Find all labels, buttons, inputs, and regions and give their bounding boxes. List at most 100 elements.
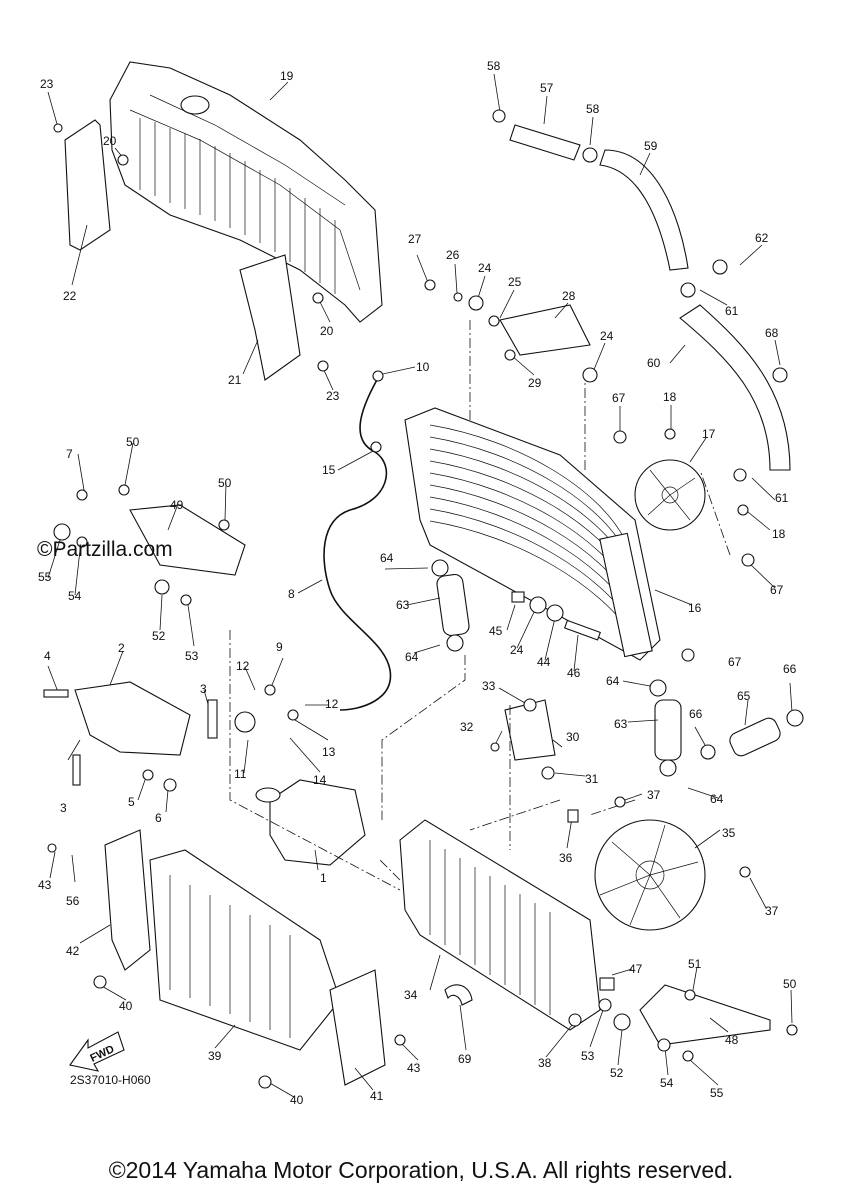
main-radiator	[404, 407, 661, 661]
callout-32: 32	[460, 720, 474, 734]
callout-68: 68	[765, 326, 779, 340]
callout-40: 40	[119, 999, 133, 1013]
side-cover-left	[64, 119, 111, 251]
callout-7: 7	[66, 447, 73, 461]
callout-20: 20	[103, 134, 117, 148]
hose-65	[729, 717, 781, 757]
callout-38: 38	[538, 1056, 552, 1070]
callout-49: 49	[170, 498, 184, 512]
callout-39: 39	[208, 1049, 222, 1063]
callout-6: 6	[155, 811, 162, 825]
callout-56: 56	[66, 894, 80, 908]
callout-leaders	[47, 73, 793, 1098]
callout-numbers: 23 19 20 22 20 21 23 27 26 24 25 28 24 2…	[37, 59, 797, 1107]
callout-48: 48	[725, 1033, 739, 1047]
callout-25: 25	[508, 275, 522, 289]
copyright: ©2014 Yamaha Motor Corporation, U.S.A. A…	[109, 1157, 734, 1183]
callout-20: 20	[320, 324, 334, 338]
callout-24: 24	[600, 329, 614, 343]
bracket-49	[129, 504, 246, 576]
fwd-arrow: FWD	[69, 1031, 125, 1072]
callout-50: 50	[126, 435, 140, 449]
bracket-28	[499, 304, 591, 356]
callout-57: 57	[540, 81, 554, 95]
callout-15: 15	[322, 463, 336, 477]
callout-53: 53	[581, 1049, 595, 1063]
callout-21: 21	[228, 373, 242, 387]
callout-24: 24	[478, 261, 492, 275]
callout-67: 67	[770, 583, 784, 597]
callout-28: 28	[562, 289, 576, 303]
callout-40: 40	[290, 1093, 304, 1107]
callout-18: 18	[663, 390, 677, 404]
callout-60: 60	[647, 356, 661, 370]
callout-23: 23	[326, 389, 340, 403]
diagram-code: 2S37010-H060	[70, 1073, 151, 1087]
hose-63-upper	[436, 573, 470, 637]
callout-1: 1	[320, 871, 327, 885]
callout-43: 43	[38, 878, 52, 892]
callout-52: 52	[610, 1066, 624, 1080]
callout-14: 14	[313, 773, 327, 787]
callout-11: 11	[234, 767, 247, 781]
callout-2: 2	[118, 641, 125, 655]
hose-upper	[599, 149, 689, 271]
callout-19: 19	[280, 69, 294, 83]
callout-63: 63	[396, 598, 410, 612]
callout-4: 4	[44, 649, 51, 663]
callout-34: 34	[404, 988, 418, 1002]
callout-3: 3	[60, 801, 67, 815]
callout-64: 64	[606, 674, 620, 688]
reservoir-tank	[255, 779, 366, 866]
callout-12: 12	[325, 697, 339, 711]
callout-54: 54	[68, 589, 82, 603]
callout-35: 35	[722, 826, 736, 840]
callout-58: 58	[487, 59, 501, 73]
callout-44: 44	[537, 655, 551, 669]
callout-67: 67	[728, 655, 742, 669]
callout-13: 13	[322, 745, 336, 759]
lower-radiator	[399, 819, 601, 1031]
callout-66: 66	[783, 662, 797, 676]
callout-33: 33	[482, 679, 496, 693]
callout-8: 8	[288, 587, 295, 601]
callout-26: 26	[446, 248, 460, 262]
callout-61: 61	[725, 304, 739, 318]
callout-63: 63	[614, 717, 628, 731]
watermark: ©Partzilla.com	[37, 538, 173, 561]
side-cover-small	[239, 254, 301, 381]
bracket-2	[74, 681, 191, 756]
callout-64: 64	[710, 792, 724, 806]
callout-58: 58	[586, 102, 600, 116]
hose-long	[679, 304, 791, 471]
callout-31: 31	[585, 772, 599, 786]
callout-65: 65	[737, 689, 751, 703]
bracket-48	[639, 984, 771, 1046]
callout-24: 24	[510, 643, 524, 657]
callout-22: 22	[63, 289, 77, 303]
large-fan	[594, 819, 706, 931]
callout-5: 5	[128, 795, 135, 809]
callout-52: 52	[152, 629, 166, 643]
small-fan	[634, 459, 706, 531]
callout-66: 66	[689, 707, 703, 721]
callout-67: 67	[612, 391, 626, 405]
callout-62: 62	[755, 231, 769, 245]
callout-37: 37	[647, 788, 661, 802]
assembly-leaders	[229, 320, 731, 891]
callout-46: 46	[567, 666, 581, 680]
callout-51: 51	[688, 957, 702, 971]
side-panel-41	[329, 969, 386, 1086]
callout-54: 54	[660, 1076, 674, 1090]
callout-61: 61	[775, 491, 789, 505]
callout-53: 53	[185, 649, 199, 663]
callout-64: 64	[380, 551, 394, 565]
side-panel-42	[104, 829, 151, 971]
hose-63-lower	[654, 699, 682, 761]
callout-10: 10	[416, 360, 430, 374]
callout-27: 27	[408, 232, 422, 246]
callout-55: 55	[710, 1086, 724, 1100]
callout-50: 50	[783, 977, 797, 991]
callout-36: 36	[559, 851, 573, 865]
